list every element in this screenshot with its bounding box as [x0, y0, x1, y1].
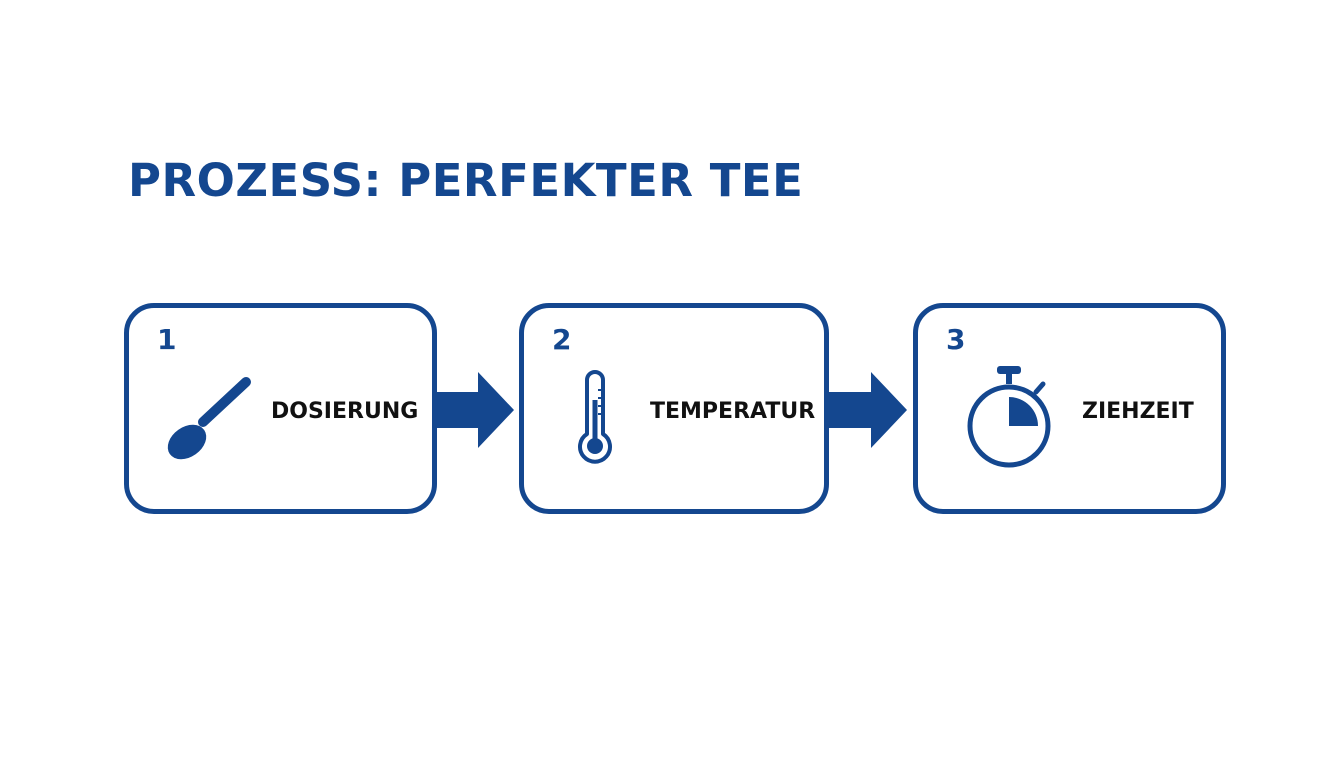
step-ziehzeit: 3 ZIEHZEIT — [913, 303, 1226, 514]
step-label: TEMPERATUR — [650, 399, 816, 424]
step-label: ZIEHZEIT — [1082, 399, 1194, 424]
thermometer-icon — [578, 370, 612, 464]
step-number: 1 — [157, 323, 177, 356]
diagram-title: PROZESS: PERFEKTER TEE — [128, 154, 804, 207]
step-dosierung: 1 DOSIERUNG — [124, 303, 437, 514]
stopwatch-icon — [967, 366, 1051, 468]
step-temperatur: 2 TEMPERATUR — [519, 303, 829, 514]
step-number: 2 — [552, 323, 572, 356]
arrow-right-icon — [829, 372, 907, 448]
step-label: DOSIERUNG — [271, 399, 419, 424]
step-number: 3 — [946, 323, 966, 356]
spoon-icon — [167, 377, 251, 460]
arrow-right-icon — [436, 372, 514, 448]
